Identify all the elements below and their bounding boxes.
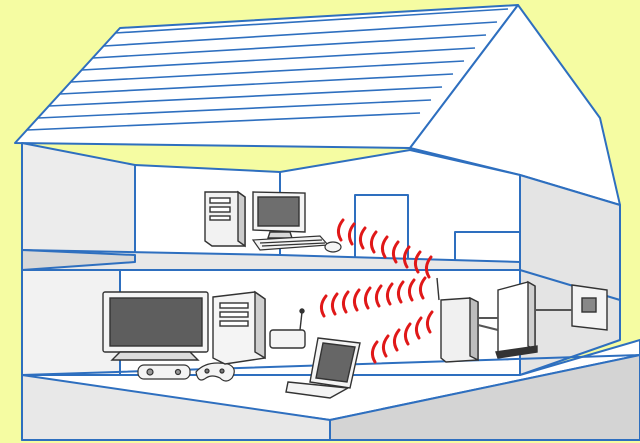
cables <box>477 309 572 331</box>
upper-floor <box>21 249 521 271</box>
wireless-router <box>436 277 479 363</box>
flat-screen-tv <box>102 291 209 361</box>
desktop-tower-upstairs <box>204 190 246 248</box>
wireless-adapter <box>269 308 306 349</box>
crt-monitor <box>252 191 306 239</box>
phone-wall-jack <box>571 284 608 331</box>
house-roof <box>14 4 621 206</box>
mouse <box>324 241 342 253</box>
modem <box>495 280 538 359</box>
desktop-tower-downstairs <box>212 290 266 365</box>
remote-control <box>137 364 191 380</box>
laptop <box>285 337 361 399</box>
wifi-signal-waves <box>319 218 434 364</box>
